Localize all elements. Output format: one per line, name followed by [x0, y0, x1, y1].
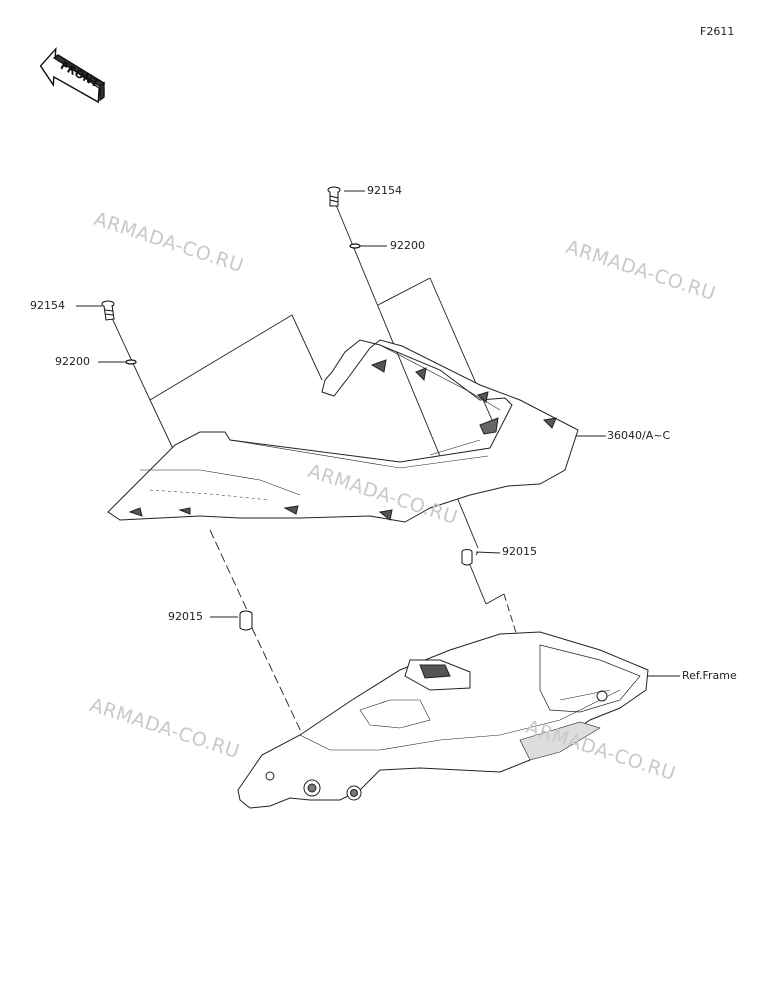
label-frame: Ref.Frame [682, 669, 737, 682]
bolt-right-icon [327, 186, 341, 207]
collar-right-icon [461, 549, 473, 566]
washer-left-icon [125, 359, 137, 365]
seat-cover [107, 339, 579, 523]
figure-code: F2611 [700, 25, 735, 38]
label-collar-left: 92015 [168, 610, 203, 623]
bolt-left-icon [101, 300, 115, 321]
label-cover: 36040/A~C [607, 429, 671, 442]
washer-right-icon [349, 243, 361, 249]
collar-left-icon [239, 610, 253, 631]
front-arrow-icon: FRONT [39, 46, 106, 104]
label-bolt-right: 92154 [367, 184, 402, 197]
label-washer-right: 92200 [390, 239, 425, 252]
assembly-lines [76, 190, 680, 741]
rear-frame [237, 631, 649, 809]
label-bolt-left: 92154 [30, 299, 65, 312]
label-collar-right: 92015 [502, 545, 537, 558]
label-washer-left: 92200 [55, 355, 90, 368]
